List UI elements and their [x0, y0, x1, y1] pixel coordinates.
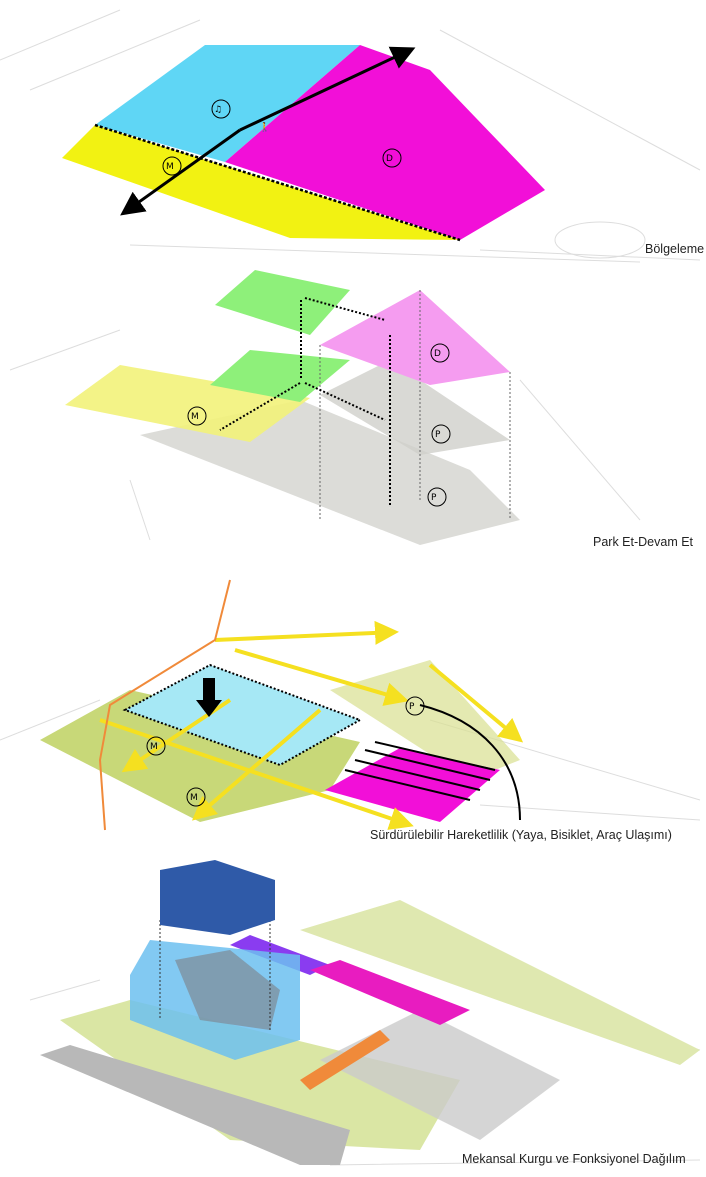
axis-arrow	[239, 46, 416, 132]
panel-zoning: ♫ M D 🚶	[0, 9, 701, 263]
parking-pink	[325, 748, 500, 822]
svg-text:M: M	[150, 742, 158, 752]
down-arrow	[196, 678, 222, 717]
level-gray-mid	[320, 360, 510, 455]
svg-text:M: M	[190, 793, 198, 803]
base-olive	[60, 1000, 460, 1150]
zone-magenta	[225, 45, 545, 240]
svg-text:M: M	[191, 412, 199, 422]
metro-bus-icon	[162, 156, 182, 176]
zone-green-top	[215, 270, 350, 335]
svg-text:P: P	[431, 493, 437, 503]
zone-cyan	[125, 665, 360, 765]
svg-text:P: P	[435, 430, 441, 440]
zone-green-mid	[210, 350, 350, 402]
panel-spatial	[29, 860, 701, 1166]
panel-park-and-ride: M D P P	[9, 270, 641, 545]
orange-walk	[300, 1030, 390, 1090]
svg-text:D: D	[434, 349, 441, 359]
svg-text:♫: ♫	[214, 105, 222, 115]
zone-yellow	[65, 365, 310, 442]
caption-park-and-ride: Park Et-Devam Et	[593, 535, 694, 549]
caption-zoning: Bölgeleme	[645, 242, 705, 256]
zone-pink-top	[320, 290, 510, 385]
panel-mobility: M M P	[0, 579, 701, 831]
svg-text:M: M	[166, 162, 174, 172]
caption-spatial: Mekansal Kurgu ve Fonksiyonel Dağılım	[462, 1152, 686, 1166]
volume-navy	[160, 860, 275, 935]
bike-route	[98, 579, 231, 831]
gray-strip	[40, 1045, 350, 1165]
zone-yellow	[62, 125, 460, 240]
svg-text:D: D	[386, 154, 393, 164]
destination-bus-icon	[382, 148, 402, 168]
volume-magenta	[310, 960, 470, 1025]
pedestrian-icon: 🚶	[259, 121, 270, 133]
path-green	[300, 900, 700, 1065]
theatre-icon	[211, 99, 231, 119]
caption-mobility: Sürdürülebilir Hareketlilik (Yaya, Bisik…	[370, 828, 672, 842]
svg-text:P: P	[409, 702, 415, 712]
zone-olive	[40, 690, 360, 822]
